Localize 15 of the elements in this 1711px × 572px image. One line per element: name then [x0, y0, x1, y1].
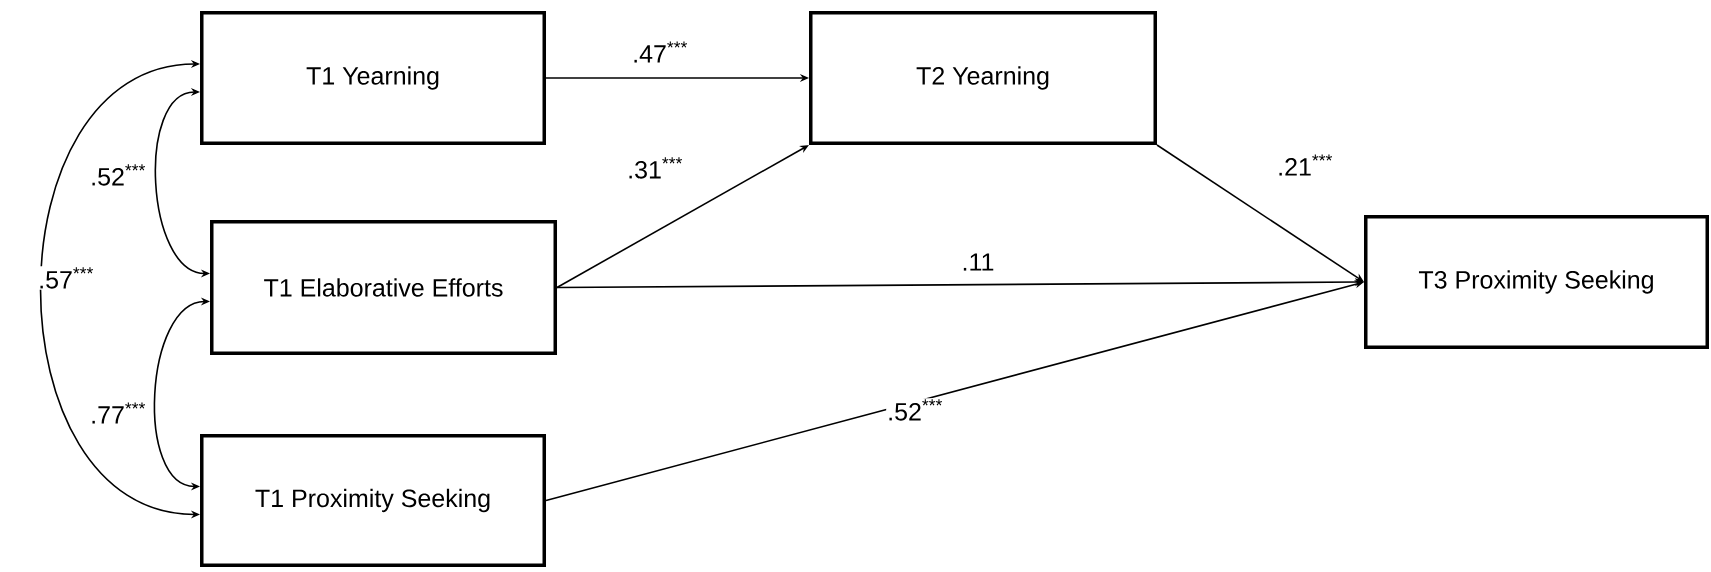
edge-label: .77$^{***}$	[89, 401, 147, 425]
edge-label: .31$^{***}$	[626, 156, 684, 180]
edge-label: .21$^{***}$	[1276, 153, 1334, 177]
edge-label: .57$^{***}$	[37, 266, 95, 290]
edge-label: .52$^{***}$	[89, 163, 147, 187]
variable-box: T1 Yearning	[200, 11, 546, 145]
edge-label: .11	[960, 252, 996, 272]
variable-box: T2 Yearning	[809, 11, 1157, 145]
variable-box: T1 Elaborative Efforts	[210, 220, 557, 355]
edge-label: .52$^{***}$	[886, 398, 944, 422]
variable-box: T1 Proximity Seeking	[200, 434, 546, 567]
arrow	[556, 145, 809, 289]
variable-box: T3 Proximity Seeking	[1364, 215, 1709, 349]
arrow	[1156, 144, 1364, 282]
edge-label: .47$^{***}$	[631, 40, 689, 64]
